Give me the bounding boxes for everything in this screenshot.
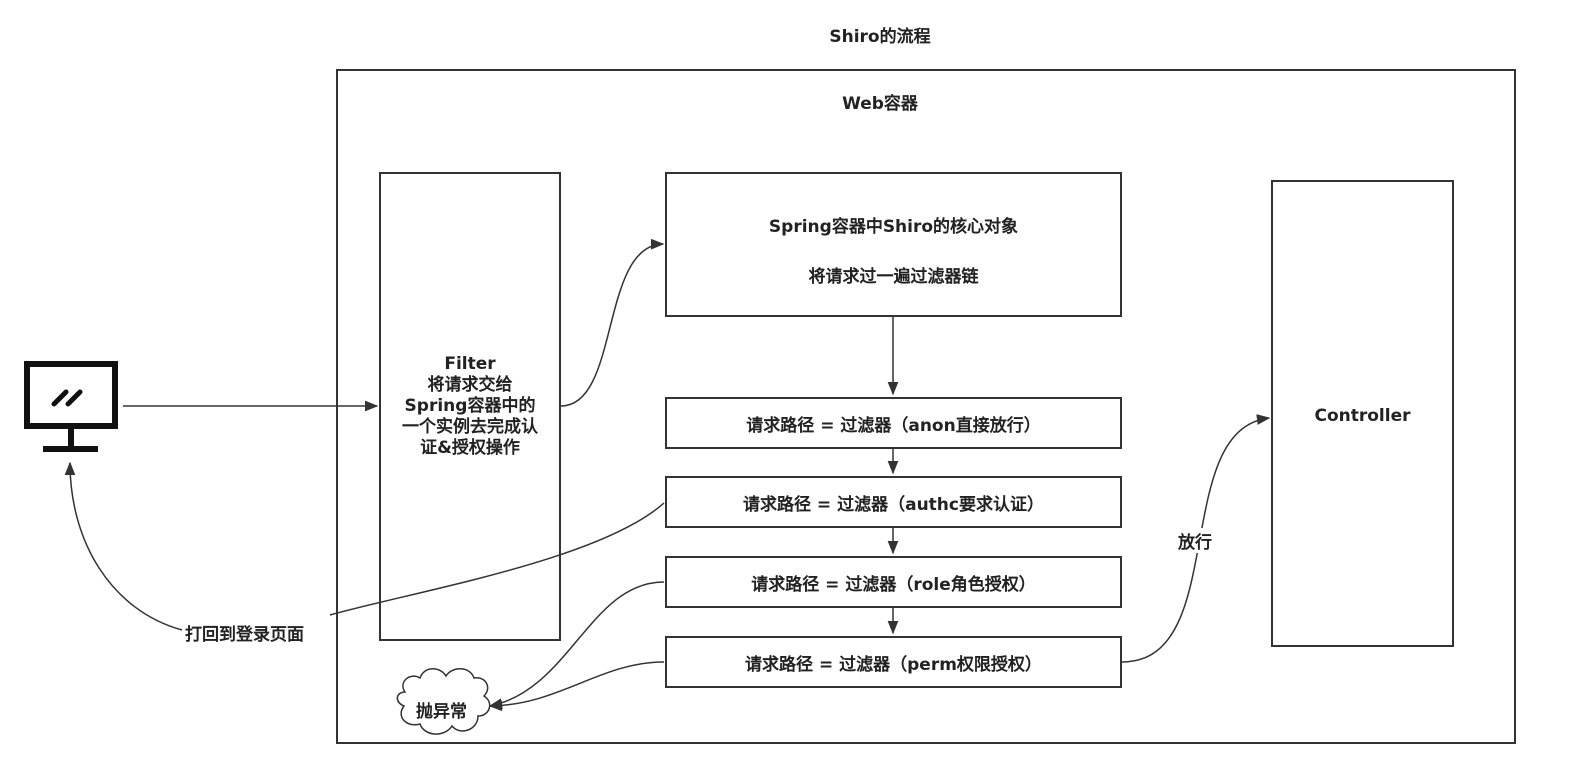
diagram-title: Shiro的流程 [829,27,931,47]
exception-cloud-icon [396,668,491,735]
monitor-icon [24,361,118,452]
filter-line-5: 证&授权操作 [420,438,520,458]
spring-core-subtitle: 将请求过一遍过滤器链 [808,267,979,287]
filter-chain-role: 请求路径 = 过滤器（role角色授权） [665,556,1122,608]
filter-line-2: 将请求交给 [427,375,513,395]
filter-chain-perm-label: 请求路径 = 过滤器（perm权限授权） [745,654,1042,675]
redirect-to-client-arrow [64,461,183,631]
exception-label: 抛异常 [416,702,467,722]
redirect-label: 打回到登录页面 [183,620,306,645]
filter-box: Filter 将请求交给 Spring容器中的 一个实例去完成认 证&授权操作 [379,172,561,641]
spring-core-box: Spring容器中Shiro的核心对象 将请求过一遍过滤器链 [665,172,1122,317]
filter-line-1: Filter [444,354,496,374]
filter-line-3: Spring容器中的 [404,396,536,416]
web-container-label: Web容器 [842,94,918,114]
pass-label: 放行 [1176,528,1214,553]
controller-box: Controller [1271,180,1454,647]
filter-chain-authc-label: 请求路径 = 过滤器（authc要求认证） [743,494,1044,515]
filter-chain-anon: 请求路径 = 过滤器（anon直接放行） [665,397,1122,449]
filter-chain-anon-label: 请求路径 = 过滤器（anon直接放行） [746,415,1041,436]
filter-chain-authc: 请求路径 = 过滤器（authc要求认证） [665,476,1122,528]
filter-line-4: 一个实例去完成认 [402,417,538,437]
spring-core-title: Spring容器中Shiro的核心对象 [768,217,1019,237]
role-to-exception-arrow [488,581,665,709]
controller-label: Controller [1314,406,1411,426]
filter-chain-perm: 请求路径 = 过滤器（perm权限授权） [665,636,1122,688]
filter-chain-role-label: 请求路径 = 过滤器（role角色授权） [751,574,1036,595]
authc-redirect-arrow [329,502,665,616]
filter-to-core-arrow [560,238,665,407]
perm-to-exception-arrow [488,661,665,712]
